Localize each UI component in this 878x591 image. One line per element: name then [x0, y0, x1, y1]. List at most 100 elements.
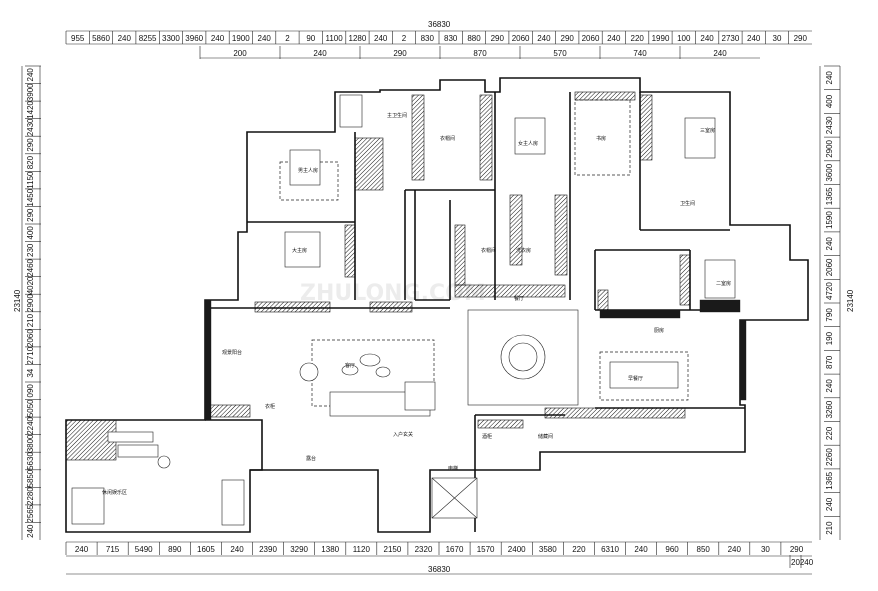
dimension-label: 100 — [677, 34, 691, 43]
dimension-label: 1100 — [325, 34, 343, 43]
dimension-label: 790 — [825, 308, 834, 322]
dimension-label: 2150 — [384, 545, 402, 554]
dimension-label: 240 — [825, 237, 834, 251]
dimension-label: 740 — [633, 49, 647, 58]
dimension-label: 240 — [313, 49, 327, 58]
dimension-label: 2710 — [26, 346, 35, 364]
dimension-label: 240 — [800, 558, 814, 567]
room-label-dining-b: 早餐厅 — [628, 375, 643, 382]
dimension-label: 2240 — [26, 416, 35, 434]
dimension-label: 1420 — [26, 100, 35, 118]
dimension-label: 830 — [421, 34, 435, 43]
dimension-label: 8255 — [139, 34, 157, 43]
room-label-laundry: 洗衣房 — [516, 247, 531, 254]
room-label-study: 书房 — [596, 135, 606, 142]
dimension-label: 30 — [761, 545, 770, 554]
room-label-wine: 酒柜 — [482, 433, 492, 440]
dimension-label: 1990 — [652, 34, 670, 43]
dimension-label: 1365 — [825, 471, 834, 489]
top-overall-dimension: 36830 — [428, 20, 451, 29]
dimension-label: 2260 — [825, 448, 834, 466]
dimension-label: 830 — [444, 34, 458, 43]
dimension-label: 34 — [26, 368, 35, 377]
dimension-label: 2320 — [415, 545, 433, 554]
hatched-wall-segments — [65, 91, 747, 461]
dimension-label: 240 — [825, 71, 834, 85]
room-label-kitchen: 厨房 — [654, 327, 664, 334]
dimension-label: 240 — [26, 524, 35, 538]
room-label-elevator: 电梯 — [448, 465, 458, 472]
room-label-bed3: 三室房 — [700, 127, 715, 134]
dimension-label: 2430 — [825, 116, 834, 134]
dimension-label: 5050 — [26, 399, 35, 417]
right-dimension-lines: 23140 2404002430290036001365159024020604… — [819, 65, 855, 540]
dimension-label: 570 — [553, 49, 567, 58]
dimension-label: 3290 — [290, 545, 308, 554]
dimension-label: 200 — [233, 49, 247, 58]
dimension-label: 4720 — [825, 282, 834, 300]
furniture — [71, 94, 736, 526]
room-label-balcony: 观景阳台 — [222, 349, 242, 356]
dimension-label: 2400 — [508, 545, 526, 554]
dimension-label: 240 — [230, 545, 244, 554]
dimension-label: 290 — [26, 138, 35, 152]
dimension-label: 6310 — [601, 545, 619, 554]
dimension-label: 240 — [374, 34, 388, 43]
room-labels: 男主人房 女主人房 书房 三室房 大主房 二室房 衣帽间 主卫生间 卫生间 客厅… — [102, 112, 731, 496]
room-label-master-m: 女主人房 — [518, 140, 538, 147]
dimension-label: 240 — [118, 34, 132, 43]
dimension-label: 960 — [665, 545, 679, 554]
dimension-label: 5490 — [135, 545, 153, 554]
dimension-label: 3900 — [26, 83, 35, 101]
dimension-label: 240 — [26, 68, 35, 82]
dimension-label: 2900 — [26, 294, 35, 312]
dimension-label: 3600 — [825, 163, 834, 181]
dimension-label: 1450 — [26, 188, 35, 206]
dimension-label: 220 — [572, 545, 586, 554]
room-label-bed2: 二室房 — [716, 280, 731, 287]
dimension-label: 2060 — [512, 34, 530, 43]
outer-walls — [65, 77, 809, 533]
dimension-label: 4020 — [26, 276, 35, 294]
dimension-label: 2730 — [722, 34, 740, 43]
room-label-leisure: 休闲娱乐区 — [102, 489, 127, 496]
dimension-label: 2 — [402, 34, 407, 43]
room-label-bath2: 卫生间 — [680, 200, 695, 207]
dimension-label: 20 — [791, 558, 800, 567]
dimension-label: 240 — [700, 34, 714, 43]
room-label-cloak: 衣帽间 — [440, 135, 455, 142]
dimension-label: 240 — [728, 545, 742, 554]
room-label-dressing: 衣帽间 — [481, 247, 496, 254]
dimension-label: 290 — [26, 208, 35, 222]
dimension-label: 240 — [825, 379, 834, 393]
dimension-label: 210 — [26, 313, 35, 327]
dimension-label: 290 — [790, 545, 804, 554]
dimension-label: 1670 — [446, 545, 464, 554]
dimension-label: 1365 — [825, 187, 834, 205]
room-label-dining: 餐厅 — [514, 295, 524, 302]
dimension-label: 2430 — [26, 118, 35, 136]
dimension-label: 240 — [747, 34, 761, 43]
dimension-label: 3580 — [539, 545, 557, 554]
dimension-label: 3800 — [26, 434, 35, 452]
dimension-label: 3300 — [162, 34, 180, 43]
dimension-label: 2460 — [26, 258, 35, 276]
dimension-label: 2280 — [26, 487, 35, 505]
dimension-label: 3960 — [185, 34, 203, 43]
room-label-bed-big: 大主房 — [292, 247, 307, 254]
dimension-label: 240 — [713, 49, 727, 58]
dimension-label: 400 — [825, 94, 834, 108]
dimension-label: 1380 — [321, 545, 339, 554]
left-dimension-column: 2403900142024302908201150145029040023024… — [25, 65, 41, 538]
dimension-label: 1590 — [825, 211, 834, 229]
room-label-entry: 入户玄关 — [393, 431, 413, 438]
right-dimension-column: 2404002430290036001365159024020604720790… — [824, 65, 840, 535]
dimension-label: 890 — [168, 545, 182, 554]
dimension-label: 1570 — [477, 545, 495, 554]
